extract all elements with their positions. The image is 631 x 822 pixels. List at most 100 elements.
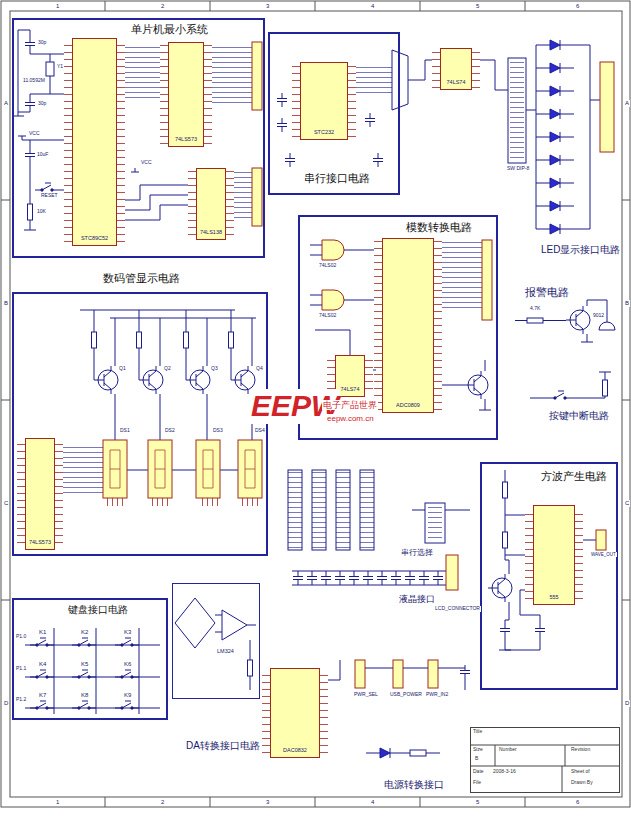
title-block-field: Date — [473, 769, 484, 775]
io-wiring — [288, 470, 470, 590]
grid-reference: 1 — [55, 3, 60, 10]
section-title: 单片机最小系统 — [130, 23, 209, 36]
circuit-label: 11.0592M — [22, 78, 46, 84]
circuit-label: K5 — [80, 661, 89, 668]
led-wiring-part — [510, 60, 524, 160]
led-wiring — [508, 40, 614, 234]
circuit-label: 按键中断电路 — [548, 410, 610, 422]
circuit-label: RESET — [40, 193, 59, 199]
part-number: 74LS573 — [29, 539, 51, 545]
drawing-frame-part — [1, 1, 630, 807]
keyboard-wiring-part — [30, 638, 54, 646]
io-wiring-part — [360, 470, 374, 550]
adc-wiring-part — [322, 240, 344, 310]
circuit-section: 方波产生电路555 — [480, 462, 618, 690]
led-wiring-part — [536, 201, 574, 211]
io-wiring-part — [433, 571, 443, 585]
display-wiring-part — [55, 440, 63, 548]
display-wiring-part — [94, 366, 118, 394]
ic-chip: 74LS138 — [196, 168, 226, 240]
grid-reference: A — [624, 100, 630, 107]
io-wiring-part — [312, 470, 326, 550]
power-wiring-part — [366, 748, 404, 758]
led-wiring-part — [536, 40, 574, 50]
display-wiring-part — [150, 498, 170, 506]
circuit-section: 数码管显示电路74LS573 — [12, 292, 268, 556]
power-wiring-part — [365, 668, 465, 690]
ic-chip: 555 — [533, 505, 575, 605]
part-number: 74LS138 — [200, 229, 222, 235]
circuit-label: 串行选择 — [400, 548, 434, 557]
io-wiring-part — [428, 505, 442, 541]
circuit-label: P1.1 — [15, 666, 27, 672]
title-block-field: Number — [499, 747, 517, 753]
section-title: 键盘接口电路 — [67, 604, 129, 616]
serial-wiring-part — [472, 50, 480, 88]
mcu-wiring-part — [12, 30, 64, 116]
ic-chip: STC232 — [300, 62, 348, 140]
title-block-field: Drawn By — [571, 780, 593, 786]
mcu-wiring-part — [226, 170, 234, 238]
display-wiring-part — [103, 440, 127, 498]
led-wiring-part — [526, 45, 600, 229]
alarm-and-key-wiring-part — [548, 391, 572, 399]
timer-wiring-part — [596, 530, 606, 550]
timer-wiring-part — [575, 510, 583, 600]
section-title: 串行接口电路 — [303, 172, 371, 185]
mcu-wiring-part — [28, 204, 33, 220]
display-wiring-part — [137, 332, 142, 348]
display-wiring-part — [186, 366, 210, 394]
circuit-label: Q2 — [163, 366, 172, 372]
circuit-section: 串行接口电路 STC232 — [268, 32, 400, 195]
circuit-label: K2 — [80, 629, 89, 636]
grid-reference: 4 — [370, 799, 375, 806]
display-wiring-part — [63, 445, 103, 495]
watermark: eepw.com.cn — [326, 414, 375, 423]
alarm-and-key-wiring — [515, 300, 615, 399]
display-wiring-part — [148, 440, 172, 498]
alarm-and-key-wiring-part — [599, 322, 615, 330]
io-wiring-part — [377, 571, 387, 585]
io-wiring-part — [419, 571, 429, 585]
serial-wiring-part — [480, 60, 508, 90]
display-wiring-part — [229, 332, 234, 348]
mcu-wiring-part — [252, 42, 262, 110]
io-wiring-part — [425, 503, 445, 543]
timer-wiring-part — [499, 470, 596, 650]
title-block-lines — [470, 745, 620, 793]
circuit-label: K1 — [38, 629, 47, 636]
io-wiring-part — [335, 571, 345, 585]
circuit-label: 74LS02 — [318, 263, 337, 269]
io-wiring-part — [293, 571, 303, 585]
keyboard-wiring-part — [30, 701, 54, 709]
circuit-label: SW DIP-8 — [506, 166, 530, 172]
io-wiring-part — [288, 470, 302, 550]
serial-wiring-part — [285, 153, 295, 167]
grid-reference: B — [624, 300, 630, 307]
power-wiring-part — [428, 660, 438, 688]
circuit-label: Q4 — [255, 366, 264, 372]
led-wiring-part — [508, 58, 526, 163]
circuit-label: VCC — [28, 131, 41, 137]
display-wiring-part — [196, 440, 220, 498]
io-wiring-part — [405, 571, 415, 585]
keyboard-wiring-part — [25, 628, 160, 714]
title-block-field: Sheet of — [571, 769, 590, 775]
display-wiring-part — [198, 498, 218, 506]
io-wiring-part — [349, 571, 359, 585]
display-wiring-part — [92, 332, 97, 348]
dac-wiring-part — [328, 660, 340, 680]
circuit-label: 电源转换接口 — [383, 779, 445, 791]
display-wiring-part — [184, 332, 189, 348]
mcu-wiring-part — [204, 44, 212, 144]
io-wiring-part — [336, 470, 350, 550]
timer-wiring-part — [500, 623, 510, 637]
serial-wiring — [277, 50, 508, 167]
mcu-wiring-part — [234, 172, 252, 222]
mcu-wiring-part — [125, 168, 188, 220]
grid-reference: 4 — [370, 3, 375, 10]
alarm-and-key-wiring-part — [603, 380, 608, 396]
timer-wiring-part — [488, 574, 512, 602]
dac-wiring-part — [320, 672, 328, 756]
keyboard-wiring — [25, 628, 160, 714]
